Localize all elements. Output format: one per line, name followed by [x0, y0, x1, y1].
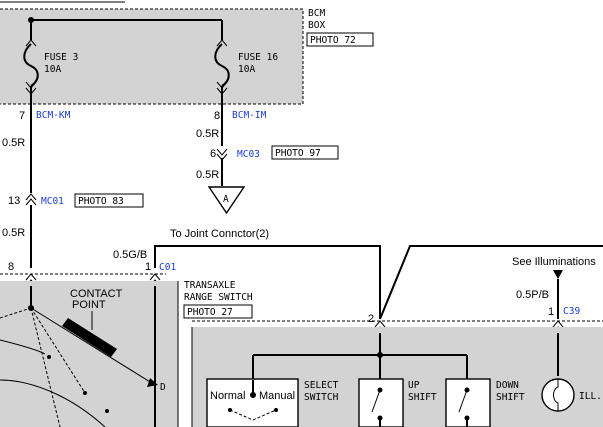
transaxle-range-switch: TRANSAXLE RANGE SWITCH PHOTO 27 CONTACT … — [0, 280, 253, 427]
fuse-3-symbol — [23, 43, 39, 87]
joint-connector-text: To Joint Connctor(2) — [170, 228, 269, 240]
selector-contact-bar — [62, 318, 117, 357]
up-shift-title-2: SHIFT — [408, 392, 437, 403]
select-switch-title-2: SWITCH — [304, 392, 339, 403]
right-wire-label-2: 0.5R — [196, 169, 219, 181]
c01-pin-1: 1 — [145, 261, 151, 273]
illumination-arrow — [553, 270, 563, 279]
bcm-box-fill — [0, 9, 303, 104]
mc01-pin: 13 — [8, 195, 20, 207]
fuse-3-arrow-top — [25, 39, 37, 47]
up-shift-contact — [371, 389, 381, 413]
left-wire-label-1: 0.5R — [2, 137, 25, 149]
mc03-pin: 6 — [210, 148, 216, 160]
bcm-photo-label: PHOTO 72 — [310, 35, 356, 46]
right-wire-label-1: 0.5R — [196, 128, 219, 140]
transaxle-title-1: TRANSAXLE — [184, 280, 236, 291]
fuse-16-arrow-top — [216, 39, 228, 47]
contact-point-line-1: CONTACT — [70, 288, 123, 300]
down-shift-title-2: SHIFT — [496, 392, 525, 403]
transaxle-photo-box — [183, 304, 253, 319]
g-b-wire-label: 0.5G/B — [113, 249, 147, 261]
mc03-connector-symbol — [216, 148, 228, 156]
illumination-label: ILL. — [579, 391, 602, 402]
bcm-box: BCM BOX PHOTO 72 FUSE 3 10A FUSE 16 10A — [0, 8, 374, 105]
mc03-name: MC03 — [237, 149, 260, 160]
fuse-16-symbol — [214, 43, 230, 87]
c39-pin: 1 — [548, 306, 554, 318]
g-b-wire — [154, 245, 381, 319]
drive-position-label: D — [160, 382, 166, 393]
c01-name: C01 — [159, 262, 176, 273]
joint-connector-letter: A — [223, 194, 229, 205]
mc03-photo-label: PHOTO 97 — [275, 148, 321, 159]
mc01-photo-label: PHOTO 83 — [78, 196, 124, 207]
bcm-pin-7: 7 — [19, 110, 25, 122]
fuse-16-name: FUSE 16 — [238, 52, 278, 63]
bcm-im-connector: BCM-IM — [232, 110, 267, 121]
mc01-photo-box — [74, 193, 144, 208]
select-manual-label: Manual — [259, 390, 295, 402]
shift-switch-module: Normal Manual SELECT SWITCH UP SHIFT DOW… — [191, 327, 603, 427]
c01-pin-8: 8 — [8, 261, 14, 273]
right-top-wire — [379, 245, 603, 320]
c39-name: C39 — [563, 306, 580, 317]
contact-point-line-2: POINT — [72, 299, 106, 311]
up-shift-title-1: UP — [408, 380, 420, 391]
down-shift-title-1: DOWN — [496, 380, 519, 391]
see-illuminations-text: See Illuminations — [512, 256, 596, 268]
right-connector-pin-2: 2 — [368, 313, 374, 325]
bcm-km-connector: BCM-KM — [36, 110, 71, 121]
bcm-box-title-1: BCM — [308, 8, 325, 19]
bcm-box-border — [0, 8, 304, 105]
fuse-3-rating: 10A — [44, 64, 61, 75]
select-normal-label: Normal — [210, 390, 245, 402]
fuse-3-name: FUSE 3 — [44, 52, 78, 63]
joint-connector-triangle — [207, 186, 246, 215]
left-wire-label-2: 0.5R — [2, 227, 25, 239]
bcm-pin-8: 8 — [214, 110, 220, 122]
select-switch-title-1: SELECT — [304, 380, 339, 391]
p-b-wire-label: 0.5P/B — [516, 289, 549, 301]
down-shift-contact — [458, 389, 468, 413]
transaxle-photo-label: PHOTO 27 — [187, 307, 233, 318]
mc03-photo-box — [271, 145, 339, 160]
bcm-box-title-2: BOX — [308, 20, 325, 31]
transaxle-title-2: RANGE SWITCH — [184, 292, 253, 303]
mc01-name: MC01 — [41, 196, 64, 207]
fuse-16-rating: 10A — [238, 64, 255, 75]
bcm-photo-box — [306, 32, 374, 47]
mc01-connector-symbol — [25, 193, 37, 201]
selector-arm — [30, 307, 156, 386]
